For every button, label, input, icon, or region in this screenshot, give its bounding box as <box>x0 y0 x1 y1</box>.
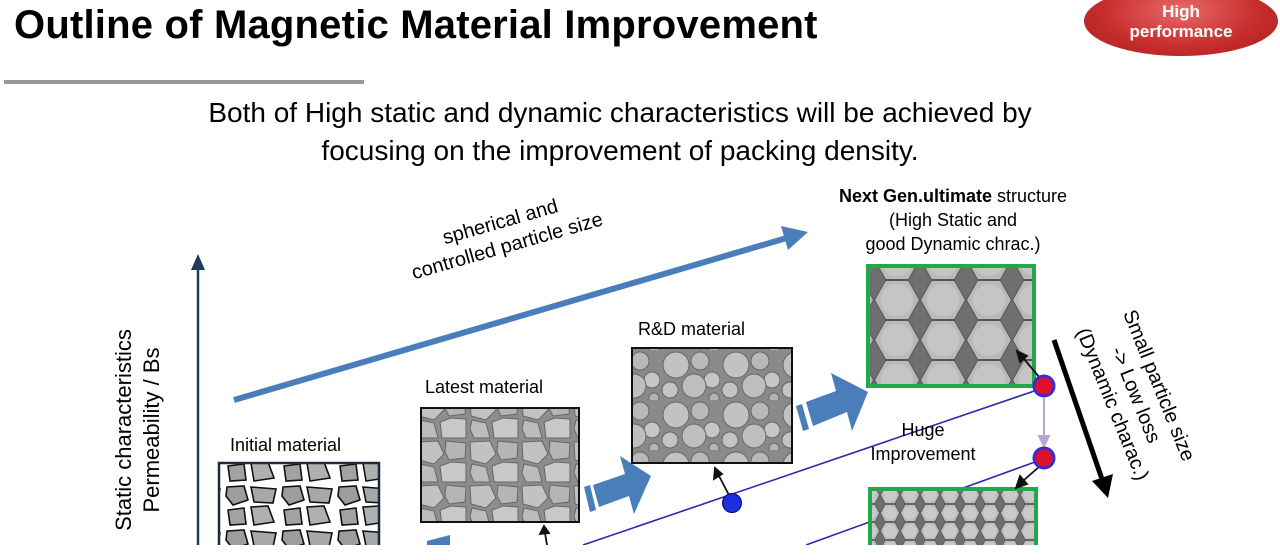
next-gen-bold: Next Gen.ultimate <box>838 186 992 206</box>
rnd-material-label: R&D material <box>638 319 746 339</box>
next-gen-material-image <box>866 264 1036 388</box>
next-gen-pointer-arrow <box>1015 349 1041 379</box>
huge-improvement-label: Huge Improvement <box>856 418 990 466</box>
block-arrow-3 <box>796 373 868 431</box>
badge-line-1: High <box>1162 2 1200 21</box>
trend-arrow-head <box>781 226 808 250</box>
next-gen-line-3: good Dynamic chrac.) <box>865 234 1041 254</box>
next-gen-label: Next Gen.ultimate structure (High Static… <box>800 184 1106 256</box>
static-label-line-1: Static characteristics <box>111 329 136 531</box>
latest-pointer-arrow <box>538 524 551 545</box>
initial-material-image <box>217 461 381 545</box>
subtitle-line-1: Both of High static and dynamic characte… <box>208 97 1032 128</box>
next-gen-rest: structure <box>992 186 1068 206</box>
static-label-line-2: Permeability / Bs <box>139 347 164 513</box>
next-gen-line-2: (High Static and <box>888 210 1018 230</box>
subtitle-line-2: focusing on the improvement of packing d… <box>321 135 919 166</box>
particle-size-arrow-head <box>1092 474 1113 498</box>
initial-material-label: Initial material <box>230 435 342 455</box>
page-title: Outline of Magnetic Material Improvement <box>14 3 818 47</box>
trend-arrow-shaft <box>233 234 791 403</box>
rnd-point-dot <box>722 493 742 513</box>
next-gen-point-dot <box>1032 374 1056 398</box>
upper-progress-line <box>582 386 1047 545</box>
rnd-material-image <box>631 347 793 464</box>
small-particle-point-dot <box>1032 446 1056 470</box>
latest-material-label: Latest material <box>425 377 544 397</box>
rnd-pointer-arrow <box>712 466 731 498</box>
block-arrow-2 <box>584 456 651 514</box>
huge-line-1: Huge <box>901 420 945 440</box>
block-arrow-1 <box>427 535 450 545</box>
next-gen-line-1: Next Gen.ultimate structure <box>800 184 1106 208</box>
badge-line-2: performance <box>1129 22 1233 41</box>
small-particle-material-image <box>868 487 1038 545</box>
high-performance-badge: High performance <box>1084 0 1278 56</box>
subtitle: Both of High static and dynamic characte… <box>120 94 1120 170</box>
latest-material-image <box>420 407 580 523</box>
particle-size-arrow-shaft <box>1051 339 1106 483</box>
static-axis-arrowhead <box>191 254 205 270</box>
huge-line-2: Improvement <box>870 444 976 464</box>
transition-arrow <box>1037 398 1051 449</box>
small-particle-pointer-arrow <box>1014 465 1041 490</box>
static-characteristics-label: Static characteristics Permeability / Bs <box>110 300 170 560</box>
improvement-diagram <box>191 226 1113 545</box>
title-underline <box>4 80 364 84</box>
